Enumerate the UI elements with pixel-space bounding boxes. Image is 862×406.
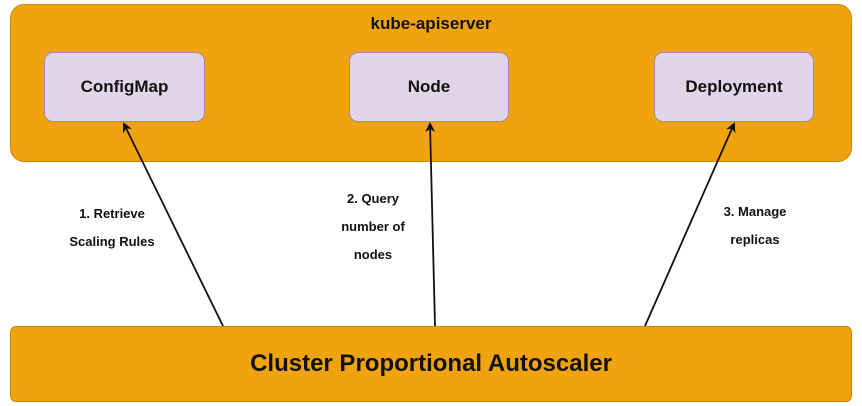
- node-resource-node: Node: [349, 52, 509, 122]
- edge-label-line: 2. Query: [346, 191, 400, 206]
- edge-label-retrieve-scaling-rules: 1. Retrieve Scaling Rules: [47, 200, 177, 256]
- edge-label-line: Scaling Rules: [69, 234, 155, 249]
- edge-label-line: nodes: [353, 247, 393, 262]
- edge-autoscaler-to-deployment: [644, 122, 736, 327]
- edge-autoscaler-to-configmap: [123, 122, 224, 327]
- deployment-node: Deployment: [654, 52, 814, 122]
- cluster-proportional-autoscaler-node: Cluster Proportional Autoscaler: [10, 326, 852, 402]
- edge-autoscaler-to-node: [425, 122, 436, 327]
- edge-label-line: 1. Retrieve: [79, 206, 145, 221]
- configmap-node: ConfigMap: [44, 52, 205, 122]
- kube-apiserver-title: kube-apiserver: [370, 14, 492, 33]
- edge-label-line: replicas: [730, 232, 780, 247]
- edge-label-query-number-of-nodes: 2. Query number of nodes: [318, 185, 428, 269]
- edge-label-line: 3. Manage: [723, 204, 787, 219]
- edge-label-manage-replicas: 3. Manage replicas: [690, 198, 820, 254]
- edge-label-line: number of: [341, 219, 405, 234]
